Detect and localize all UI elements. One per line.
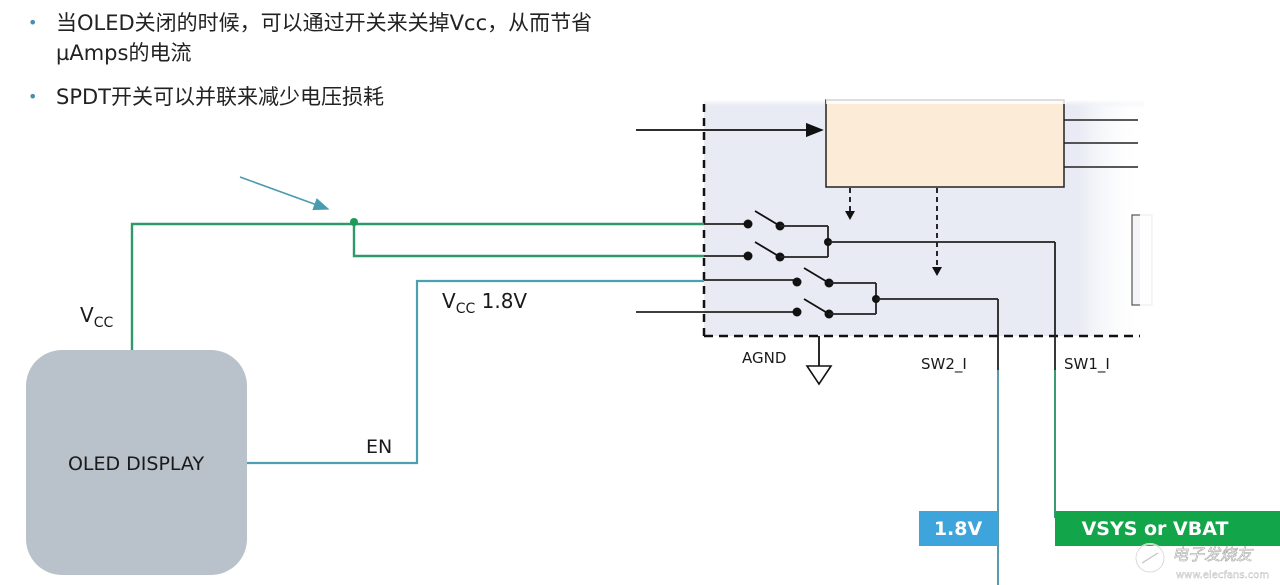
bullet-dot-icon: • xyxy=(28,13,38,32)
bullet-text-line: SPDT开关可以并联来减少电压损耗 xyxy=(56,85,384,109)
switch-contact xyxy=(743,219,753,229)
bullet-text-line: 当OLED关闭的时候，可以通过开关来关掉Vcc，从而节省 xyxy=(56,11,593,35)
watermark-brand: 电子发烧友 xyxy=(1172,545,1254,564)
switch-contact xyxy=(792,277,802,287)
switch-contact xyxy=(743,251,753,261)
control-block xyxy=(825,99,1065,188)
bullet-list: • 当OLED关闭的时候，可以通过开关来关掉Vcc，从而节省 µAmps的电流 … xyxy=(28,8,708,112)
vcc-branch-wire xyxy=(352,224,704,258)
switch-blade xyxy=(754,241,781,258)
bullet-item: • SPDT开关可以并联来减少电压损耗 xyxy=(28,82,708,112)
agnd-label: AGND xyxy=(742,349,786,367)
switch-blade xyxy=(754,210,781,227)
watermark-url: www.elecfans.com xyxy=(1176,570,1269,581)
en-label: EN xyxy=(366,436,392,458)
sw2-label: SW2_I xyxy=(921,355,967,374)
control-signal-arrow-icon xyxy=(932,267,942,276)
rail-vsys-badge xyxy=(1055,511,1280,546)
vcc-wire xyxy=(130,222,704,352)
vcc-junction-dot xyxy=(350,218,358,226)
rail-vsys-label: VSYS or VBAT xyxy=(1082,518,1229,540)
bullet-dot-icon: • xyxy=(28,87,38,106)
control-signal-arrow-icon xyxy=(845,211,855,220)
switch-blade xyxy=(803,267,830,284)
switch-blade xyxy=(803,298,830,315)
vcc18-en-wire xyxy=(247,279,704,465)
bullet-item: • 当OLED关闭的时候，可以通过开关来关掉Vcc，从而节省 µAmps的电流 xyxy=(28,8,708,68)
watermark: 电子发烧友 www.elecfans.com xyxy=(1135,543,1269,581)
vcc-label: VCC xyxy=(80,303,113,331)
rail-18v-label: 1.8V xyxy=(934,518,983,540)
vcc-18v-label: VCC 1.8V xyxy=(442,289,527,317)
sw1-label: SW1_I xyxy=(1064,355,1110,374)
rail-18v-badge xyxy=(919,511,998,546)
annotation-arrow xyxy=(239,176,330,211)
oled-display-box xyxy=(26,350,247,575)
switch-contact xyxy=(792,307,802,317)
ground-icon xyxy=(805,365,833,386)
bullet-text-line: µAmps的电流 xyxy=(56,41,192,65)
oled-display-label: OLED DISPLAY xyxy=(68,453,205,475)
